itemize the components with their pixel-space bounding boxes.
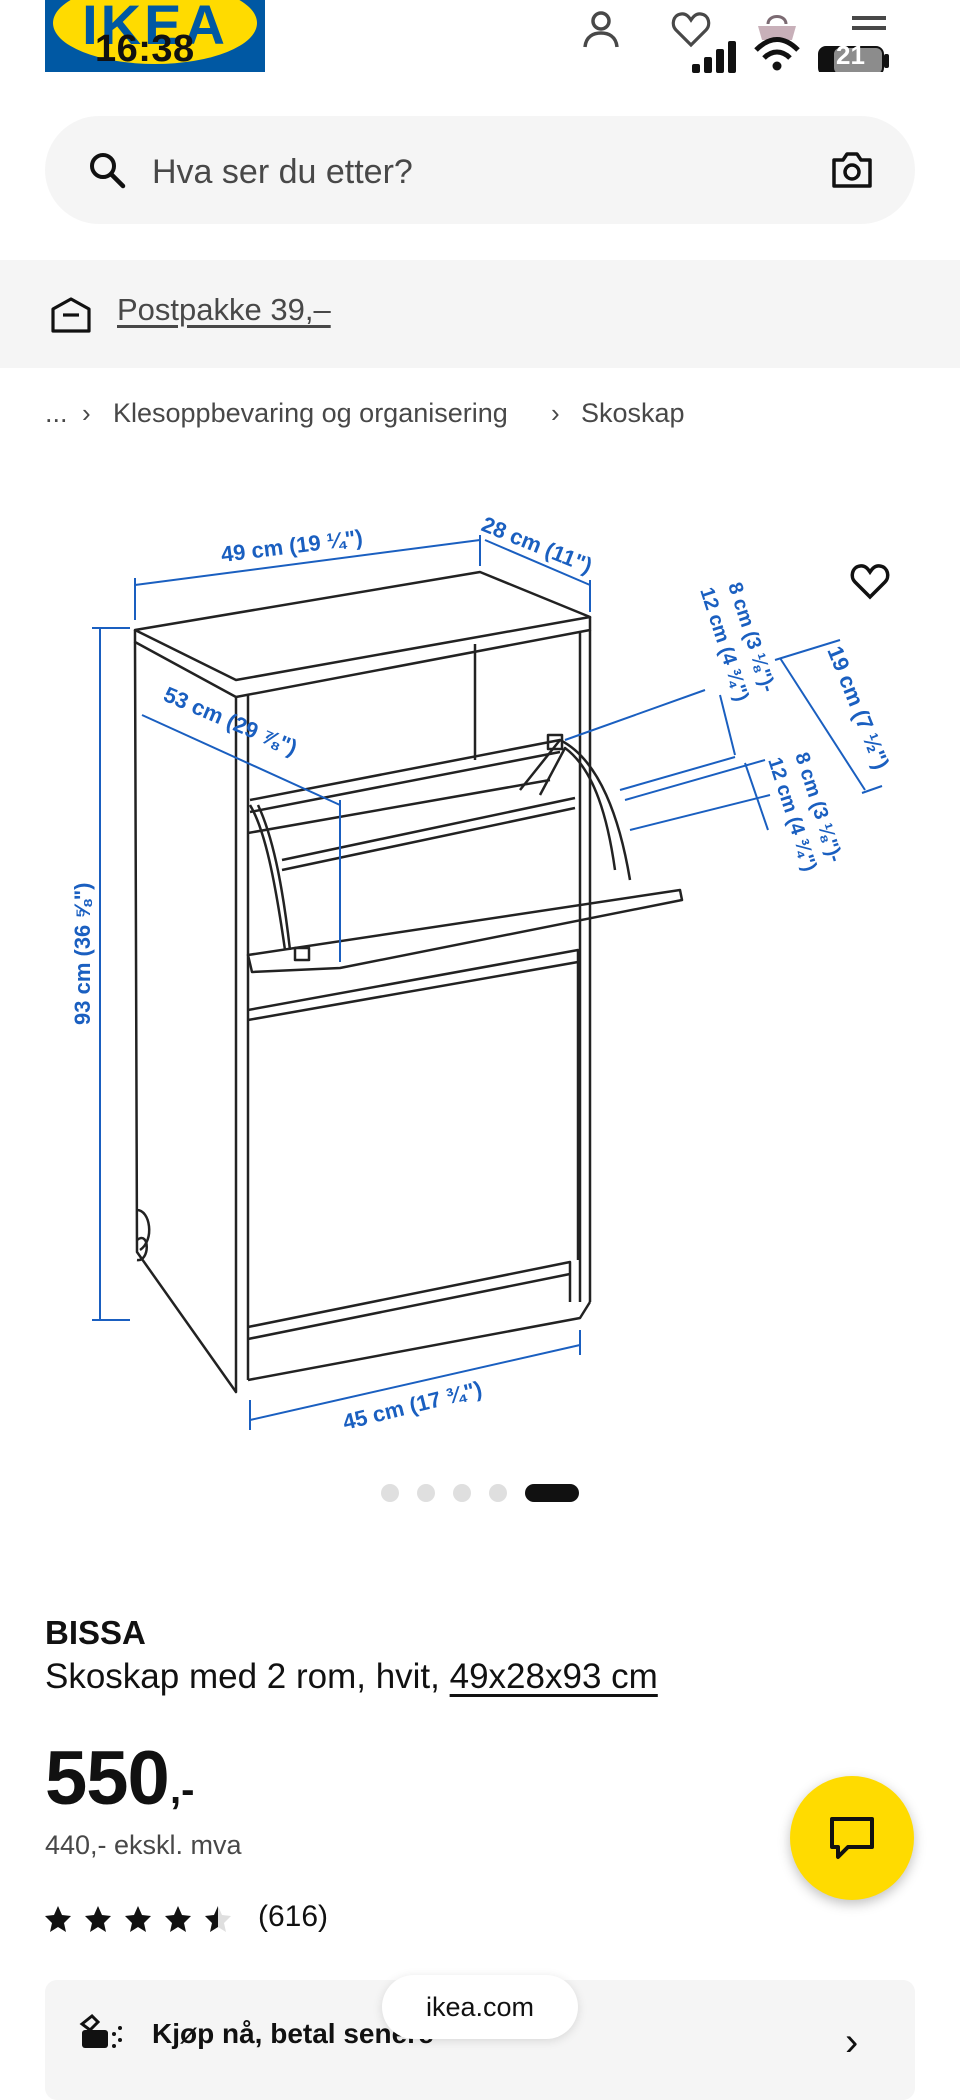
chevron-right-icon: › [551,398,560,428]
ikea-logo[interactable]: IKEA [45,0,265,72]
breadcrumb-item[interactable]: Klesoppbevaring og organisering [113,398,508,428]
status-time: 16:38 [95,28,195,70]
review-count[interactable]: (616) [258,1900,329,1933]
installment-icon [78,2012,124,2057]
user-icon[interactable] [578,6,624,52]
product-price: 550 [45,1736,170,1821]
chat-icon [830,1817,874,1859]
diagram-label-height: 93 cm (36 ⅝") [70,882,95,1025]
favorite-icon[interactable] [846,558,894,604]
product-dimension-diagram[interactable]: 49 cm (19 ¼") 28 cm (11") 93 cm (36 ⅝") … [0,490,960,1450]
promo-link[interactable]: Postpakke 39,– [117,292,331,327]
carousel-dot-active[interactable] [525,1484,579,1502]
search-bar[interactable] [45,116,915,224]
browser-url-pill[interactable]: ikea.com [382,1975,578,2039]
chevron-right-icon[interactable]: › [845,2020,859,2064]
carousel-dot[interactable] [381,1484,399,1502]
chevron-right-icon: › [82,398,91,428]
product-description-text: Skoskap med 2 rom, hvit, [45,1657,440,1696]
camera-icon[interactable] [828,148,876,192]
product-name: BISSA [45,1614,146,1651]
product-price-suffix: ,- [170,1768,195,1812]
product-dimensions-link[interactable]: 49x28x93 cm [449,1657,658,1696]
menu-icon[interactable] [818,6,892,76]
battery-level: 21 [836,40,865,70]
promo-banner [0,260,960,368]
breadcrumb-item[interactable]: Skoskap [581,398,685,428]
diagram-label-inner-width: 45 cm (17 ¾") [340,1376,484,1435]
product-description: Skoskap med 2 rom, hvit, 49x28x93 cm [45,1657,658,1697]
diagram-label-width: 49 cm (19 ¼") [220,525,365,567]
heart-icon[interactable] [668,6,714,52]
search-input[interactable]: Hva ser du etter? [152,153,413,191]
search-icon[interactable] [85,148,129,192]
signal-icon [690,40,742,79]
logo-text: IKEA [82,0,228,56]
breadcrumb-ellipsis[interactable]: ... [45,398,68,428]
price-ex-vat: 440,- ekskl. mva [45,1830,242,1860]
rating-stars[interactable] [43,1902,243,1941]
diagram-label-top-compartment: 19 cm (7 ½") [822,643,894,773]
cart-icon[interactable] [752,6,802,72]
carousel-dot[interactable] [453,1484,471,1502]
chat-button[interactable] [790,1776,914,1900]
package-icon [50,293,94,337]
carousel-dot[interactable] [489,1484,507,1502]
carousel-dot[interactable] [417,1484,435,1502]
